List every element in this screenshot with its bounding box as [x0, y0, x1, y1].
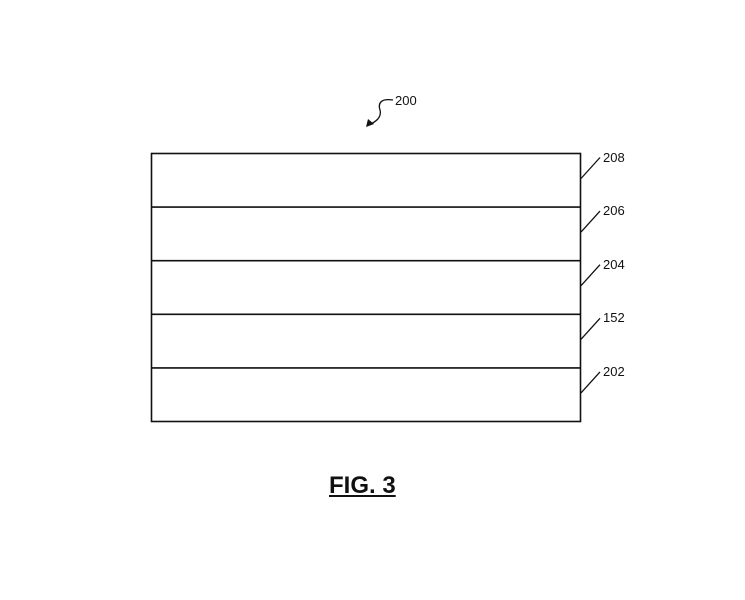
layer-label-152: 152 — [603, 310, 625, 326]
arrowhead-icon — [366, 119, 374, 127]
figure-caption: FIG. 3 — [329, 472, 396, 499]
layer-label-204: 204 — [603, 256, 625, 272]
layer-label-208: 208 — [603, 149, 625, 165]
layer-stack-outline — [150, 152, 582, 423]
leader-line — [580, 317, 601, 340]
leader-line — [580, 264, 601, 287]
leader-line — [580, 371, 601, 394]
layer-label-202: 202 — [603, 363, 625, 379]
figure-reference-label: 200 — [395, 93, 417, 108]
reference-arrow — [368, 98, 394, 126]
layer-label-206: 206 — [603, 203, 625, 219]
leader-line — [580, 157, 601, 179]
leader-line — [580, 210, 601, 233]
